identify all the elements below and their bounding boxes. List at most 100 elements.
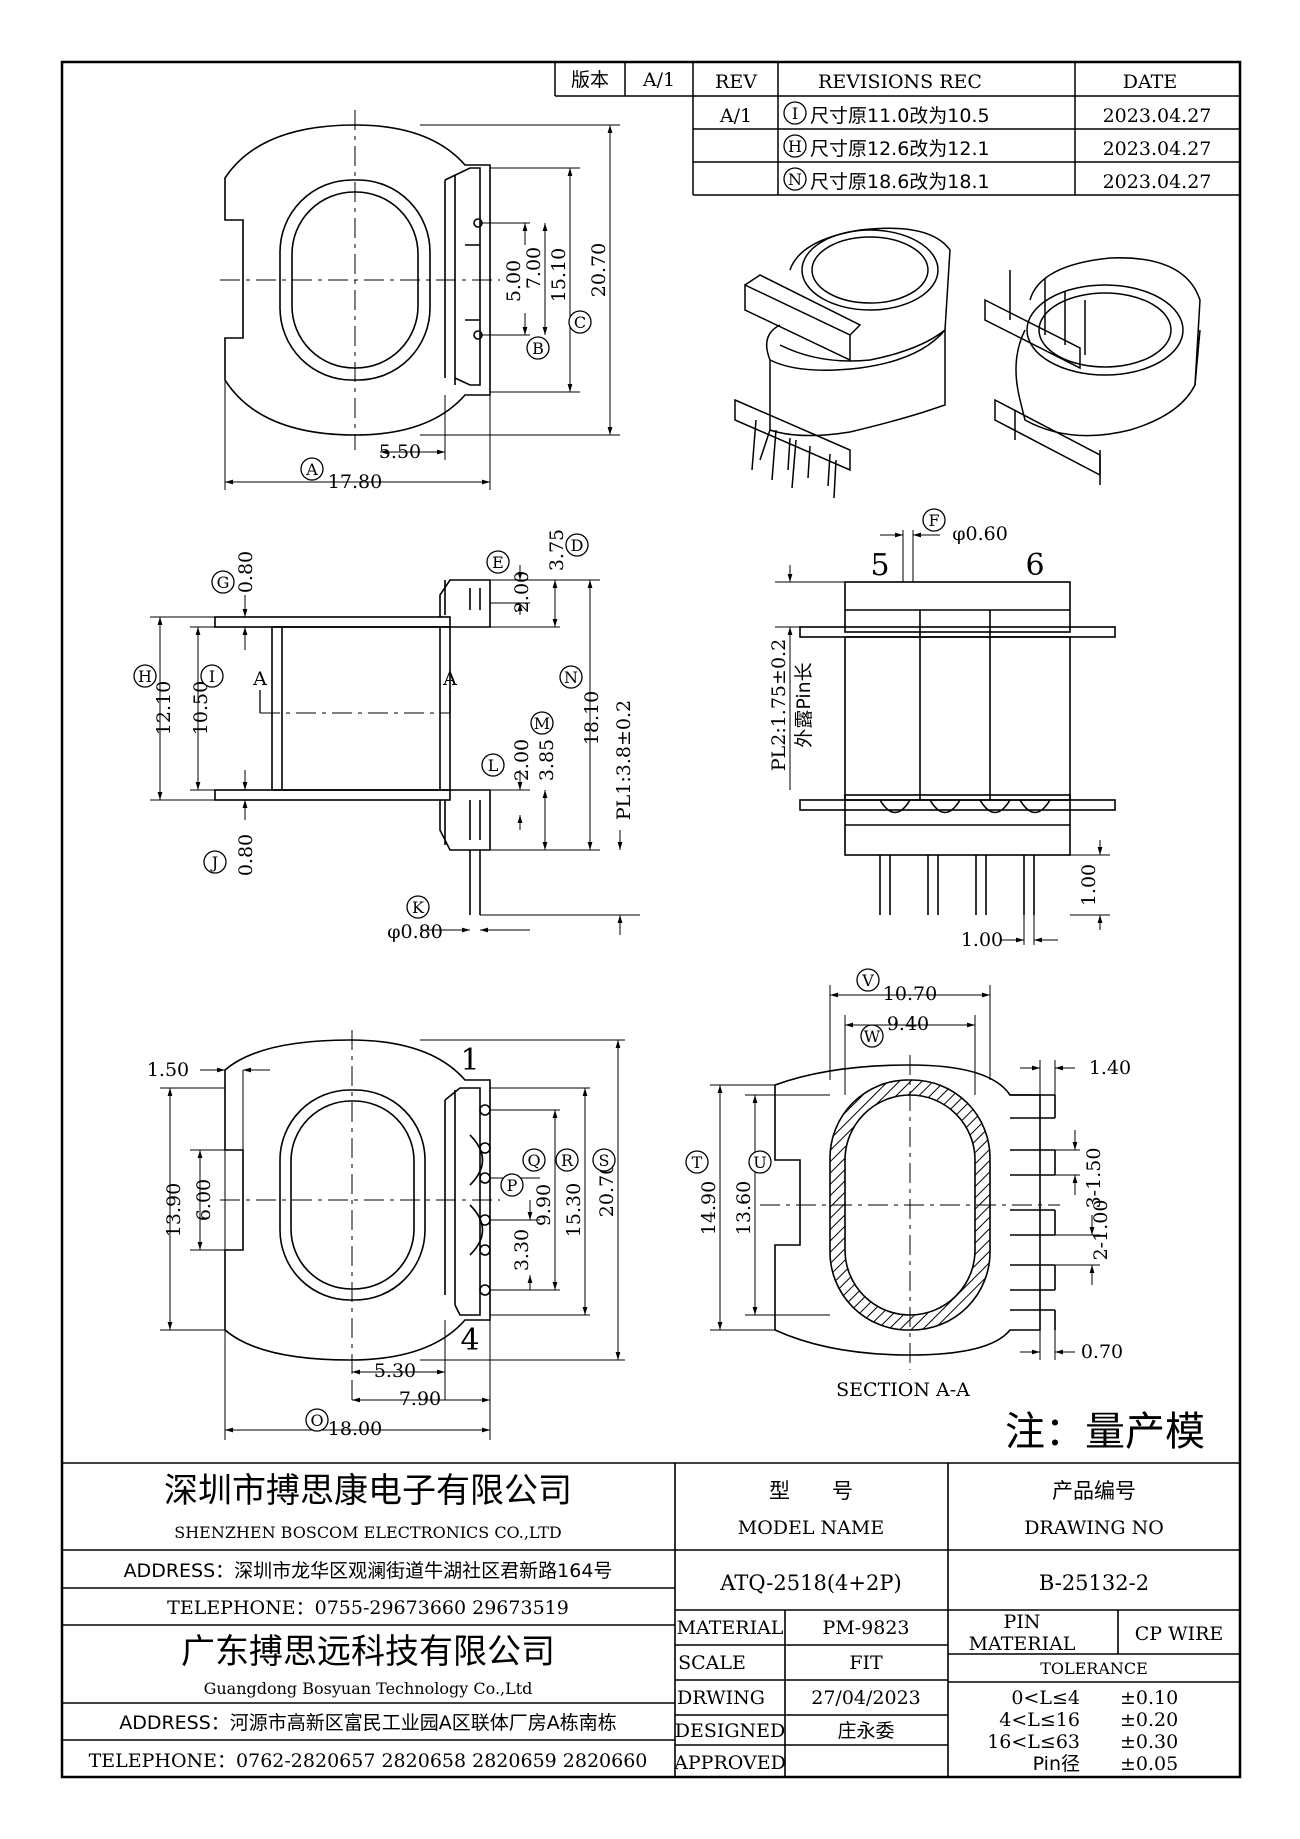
top-view-centerlines: [220, 110, 500, 450]
drwing-label: DRWING: [677, 1687, 765, 1709]
svg-text:S: S: [599, 1151, 610, 1170]
dim-13-90: 13.90: [163, 1183, 185, 1237]
front-view-dims: [775, 530, 1110, 945]
front-view: [799, 581, 1116, 915]
revision-row: H 尺寸原12.6改为12.1 2023.04.27: [783, 134, 1211, 160]
balloon-w: W: [860, 1024, 884, 1048]
drawing-no-label-en: DRAWING NO: [1024, 1517, 1164, 1539]
svg-text:P: P: [507, 1176, 518, 1195]
exposed-pin-length-label: 外露Pin长: [793, 662, 815, 747]
dim-14-90: 14.90: [698, 1181, 720, 1235]
revision-date: 2023.04.27: [1103, 171, 1212, 193]
rev-value: A/1: [719, 105, 752, 127]
tolerance-row: 0<L≤4 ±0.10: [1011, 1687, 1178, 1709]
dim-9-90: 9.90: [533, 1184, 555, 1226]
production-note: 注：量产模: [1005, 1409, 1205, 1455]
company-2-address: ADDRESS：河源市高新区富民工业园A区联体厂房A栋南栋: [119, 1712, 617, 1734]
top-view-dims: [224, 124, 620, 490]
pin-diameter-0-60: φ0.60: [952, 523, 1008, 545]
revision-row: I 尺寸原11.0改为10.5 2023.04.27: [783, 101, 1211, 127]
svg-text:L: L: [488, 756, 499, 775]
sheet-border: [60, 60, 1242, 1779]
svg-text:O: O: [310, 1411, 323, 1430]
svg-text:V: V: [861, 971, 874, 990]
model-label-cn: 型 号: [769, 1479, 853, 1503]
svg-text:G: G: [217, 573, 230, 592]
section-dims: [710, 985, 1100, 1360]
balloon-l: L: [481, 753, 505, 777]
bottom-view-dims: [160, 1039, 625, 1440]
pin-diameter: φ0.80: [387, 921, 443, 943]
dim-3x1-50: 3-1.50: [1083, 1148, 1105, 1209]
company-1-name-cn: 深圳市搏思康电子有限公司: [164, 1471, 572, 1511]
dim-1-00-vertical: 1.00: [1078, 864, 1100, 906]
revision-table: [554, 62, 1240, 196]
dim-3-30: 3.30: [511, 1229, 533, 1271]
svg-text:W: W: [864, 1027, 881, 1046]
side-view-dims: [150, 565, 640, 935]
revision-mark: I: [792, 104, 798, 123]
isometric-view-right: [984, 257, 1201, 485]
tolerance-row: Pin径 ±0.05: [1033, 1753, 1179, 1775]
approved-label: APPROVED: [673, 1752, 786, 1774]
pin-material-value: CP WIRE: [1135, 1623, 1224, 1645]
svg-text:H: H: [138, 667, 152, 686]
dim-0-70: 0.70: [1081, 1341, 1123, 1363]
dim-20-70-bottom: 20.70: [596, 1163, 618, 1217]
dim-3-85: 3.85: [536, 739, 558, 781]
svg-text:U: U: [753, 1153, 766, 1172]
tolerance-value: ±0.30: [1120, 1731, 1178, 1753]
dim-12-10: 12.10: [153, 681, 175, 735]
revision-row: N 尺寸原18.6改为18.1 2023.04.27: [783, 167, 1212, 193]
dim-20-70: 20.70: [588, 243, 610, 297]
pin-length-pl2: PL2:1.75±0.2: [768, 639, 790, 771]
dim-9-40: 9.40: [887, 1013, 929, 1035]
balloon-d: D: [565, 533, 589, 557]
pin-number-5: 5: [870, 548, 889, 583]
scale-label: SCALE: [678, 1652, 746, 1674]
drawing-no-label-cn: 产品编号: [1052, 1479, 1136, 1503]
pin-label: PIN: [1004, 1611, 1041, 1633]
section-view: [774, 1064, 1056, 1356]
company-1-telephone: TELEPHONE：0755-29673660 29673519: [167, 1597, 569, 1619]
drwing-value: 27/04/2023: [811, 1687, 921, 1709]
pin-number-4: 4: [460, 1323, 479, 1358]
tolerance-label: TOLERANCE: [1040, 1659, 1148, 1678]
section-centerlines: [760, 1055, 1060, 1370]
tolerance-row: 16<L≤63 ±0.30: [987, 1731, 1178, 1753]
dim-5-30: 5.30: [374, 1360, 416, 1382]
tolerance-row: 4<L≤16 ±0.20: [999, 1709, 1178, 1731]
dim-1-00-horizontal: 1.00: [961, 929, 1003, 951]
model-label-en: MODEL NAME: [738, 1517, 884, 1539]
version-label: 版本: [571, 69, 609, 91]
balloon-o: O: [305, 1408, 329, 1432]
bottom-view-centerlines: [220, 1030, 500, 1380]
svg-text:R: R: [561, 1151, 574, 1170]
svg-text:N: N: [564, 668, 578, 687]
dim-1-40: 1.40: [1089, 1057, 1131, 1079]
drawing-no-value: B-25132-2: [1039, 1571, 1149, 1595]
dim-2x1-00: 2-1.00: [1090, 1200, 1112, 1261]
svg-text:I: I: [209, 667, 215, 686]
balloon-h: H: [133, 664, 157, 688]
balloon-b: B: [526, 336, 550, 360]
dim-2-00-bottom: 2.00: [511, 739, 533, 781]
dim-15-30: 15.30: [563, 1183, 585, 1237]
balloon-e: E: [486, 550, 510, 574]
company-1-name-en: SHENZHEN BOSCOM ELECTRONICS CO.,LTD: [174, 1523, 561, 1542]
svg-text:J: J: [210, 853, 218, 872]
balloon-j: J: [203, 850, 227, 874]
balloon-g: G: [211, 570, 235, 594]
balloon-p: P: [500, 1173, 524, 1197]
pin-length-pl1: PL1:3.8±0.2: [613, 700, 635, 820]
dim-15-10: 15.10: [548, 248, 570, 302]
section-mark-a-right: A: [442, 668, 457, 690]
company-2-telephone: TELEPHONE：0762-2820657 2820658 2820659 2…: [89, 1750, 648, 1772]
svg-text:D: D: [571, 536, 584, 555]
tolerance-range: 16<L≤63: [987, 1731, 1080, 1753]
balloon-k: K: [406, 895, 430, 919]
revisions-header: REVISIONS REC: [818, 71, 982, 93]
tolerance-value: ±0.20: [1120, 1709, 1178, 1731]
dim-3-75: 3.75: [546, 529, 568, 571]
